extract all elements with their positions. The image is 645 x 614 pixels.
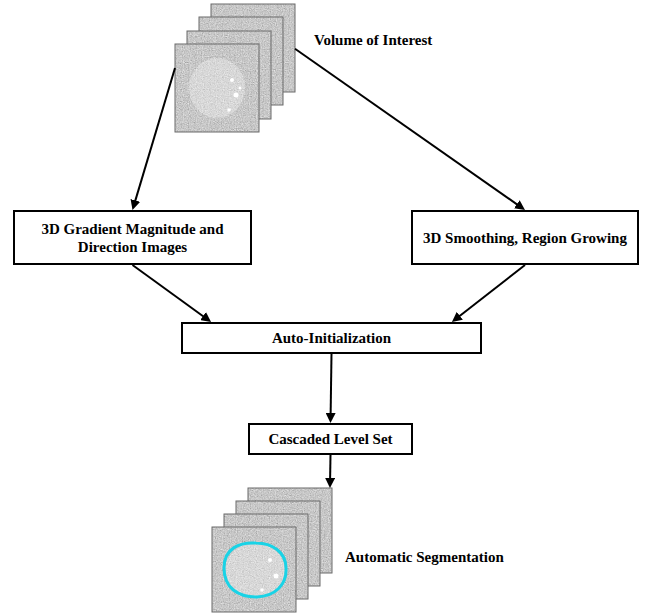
process-label: 3D Smoothing, Region Growing: [423, 229, 627, 247]
process-label: 3D Gradient Magnitude and Direction Imag…: [25, 220, 240, 256]
ct-slice-stack: [175, 4, 295, 132]
flow-arrow: [329, 455, 331, 479]
process-box: 3D Smoothing, Region Growing: [411, 210, 639, 265]
image-caption: Volume of Interest: [314, 31, 432, 49]
segmentation-contour: [224, 543, 286, 597]
process-box: 3D Gradient Magnitude and Direction Imag…: [13, 210, 252, 265]
flow-arrow: [133, 265, 204, 317]
process-label: Cascaded Level Set: [268, 430, 392, 448]
flow-arrow: [330, 354, 333, 414]
flow-arrow: [459, 265, 525, 316]
flow-arrow: [295, 49, 518, 205]
process-label: Auto-Initialization: [272, 329, 391, 347]
process-box: Cascaded Level Set: [248, 423, 413, 455]
image-stack: Automatic Segmentation: [212, 488, 332, 612]
flow-arrow: [135, 68, 175, 201]
image-stack: Volume of Interest: [175, 4, 295, 132]
image-caption: Automatic Segmentation: [345, 548, 504, 566]
segmented-slice-stack: [212, 488, 332, 612]
process-box: Auto-Initialization: [181, 322, 482, 354]
